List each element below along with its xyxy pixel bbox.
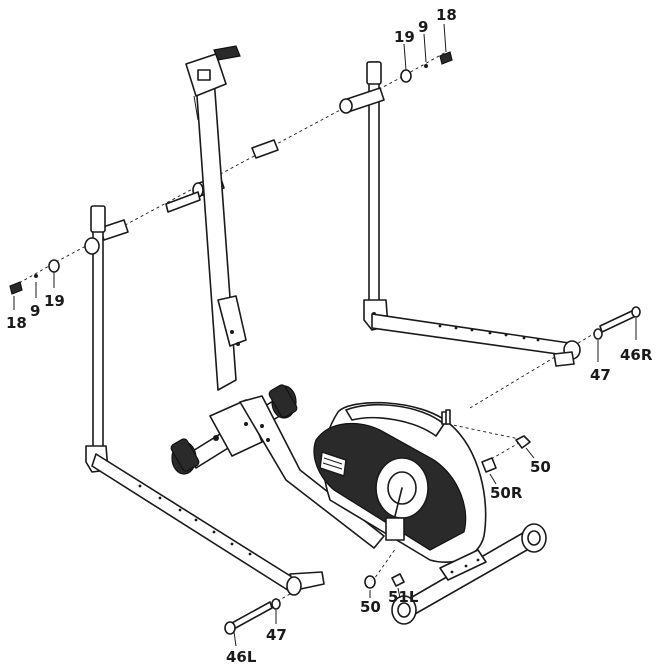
label-46L: 46L <box>226 648 257 666</box>
label-51L: 51L <box>388 588 419 606</box>
left-hardware <box>9 259 60 295</box>
nuts-50-51L <box>364 573 405 589</box>
center-mast <box>185 45 247 391</box>
label-19-top: 19 <box>394 28 415 46</box>
rear-stabilizer <box>391 523 547 625</box>
label-50-right: 50 <box>530 458 551 476</box>
axle-bolt-46L <box>224 598 281 635</box>
left-base-tube <box>91 453 325 596</box>
nuts-50-50R <box>445 409 531 473</box>
label-50-bottom: 50 <box>360 598 381 616</box>
top-right-hardware <box>400 51 453 83</box>
leader-lines <box>13 23 637 647</box>
axle-bolt-46R <box>593 306 641 340</box>
label-18-top: 18 <box>436 6 457 24</box>
label-47-left: 47 <box>266 626 287 644</box>
top-crossbar <box>99 87 385 241</box>
label-46R: 46R <box>620 346 653 364</box>
label-9-left: 9 <box>30 302 40 320</box>
right-base-tube <box>371 313 581 367</box>
left-upright-post <box>84 205 109 473</box>
label-18-left: 18 <box>6 314 27 332</box>
label-19-left: 19 <box>44 292 65 310</box>
label-9-top: 9 <box>418 18 428 36</box>
part-labels: 18 9 19 18 9 19 46R 47 50 50R 50 51L 46L… <box>6 6 653 666</box>
flywheel-housing <box>313 401 487 563</box>
label-50R: 50R <box>490 484 523 502</box>
label-47-right: 47 <box>590 366 611 384</box>
